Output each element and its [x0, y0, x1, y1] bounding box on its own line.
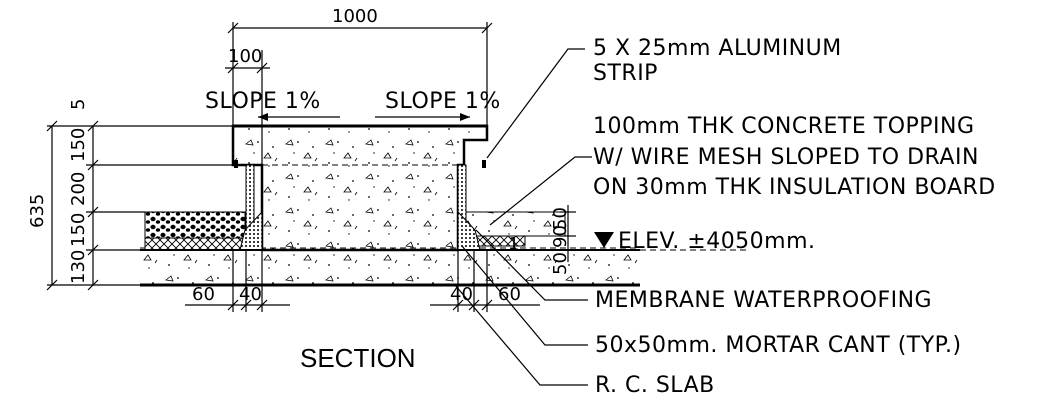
left-gravel	[144, 211, 246, 239]
note-topping-3: ON 30mm THK INSULATION BOARD	[593, 175, 996, 200]
dim-right-50b: 50	[550, 252, 571, 275]
note-topping-1: 100mm THK CONCRETE TOPPING	[593, 114, 975, 139]
dim-150-b: 150	[68, 213, 89, 247]
rc-slab	[140, 250, 640, 285]
dim-right-1: 1	[508, 234, 519, 255]
slope-right-label: SLOPE 1%	[385, 89, 501, 114]
dim-130: 130	[68, 250, 89, 284]
dim-60-right: 60	[498, 284, 521, 305]
left-insulation	[144, 237, 246, 251]
dim-right-50: 50	[550, 207, 571, 230]
dim-100: 100	[228, 46, 262, 67]
slope-left-label: SLOPE 1%	[205, 89, 321, 114]
note-topping-2: W/ WIRE MESH SLOPED TO DRAIN	[593, 145, 979, 170]
dim-150-a: 150	[68, 128, 89, 162]
dim-200: 200	[68, 172, 89, 206]
section-title: SECTION	[300, 343, 416, 373]
curb-concrete	[231, 124, 489, 252]
dim-right-90: 90	[550, 225, 571, 248]
note-aluminum-strip-1: 5 X 25mm ALUMINUM	[593, 36, 842, 61]
dim-60-left: 60	[192, 284, 215, 305]
dim-635: 635	[27, 194, 48, 228]
dim-5: 5	[68, 99, 89, 110]
note-rc-slab: R. C. SLAB	[595, 373, 715, 398]
dim-40-left: 40	[239, 284, 262, 305]
note-aluminum-strip-2: STRIP	[593, 61, 658, 86]
elevation-triangle-icon	[594, 232, 614, 248]
dim-1000: 1000	[332, 6, 378, 27]
note-mortar-cant: 50x50mm. MORTAR CANT (TYP.)	[595, 333, 962, 358]
note-membrane: MEMBRANE WATERPROOFING	[595, 288, 932, 313]
elevation-label: ELEV. ±4050mm.	[618, 229, 816, 254]
